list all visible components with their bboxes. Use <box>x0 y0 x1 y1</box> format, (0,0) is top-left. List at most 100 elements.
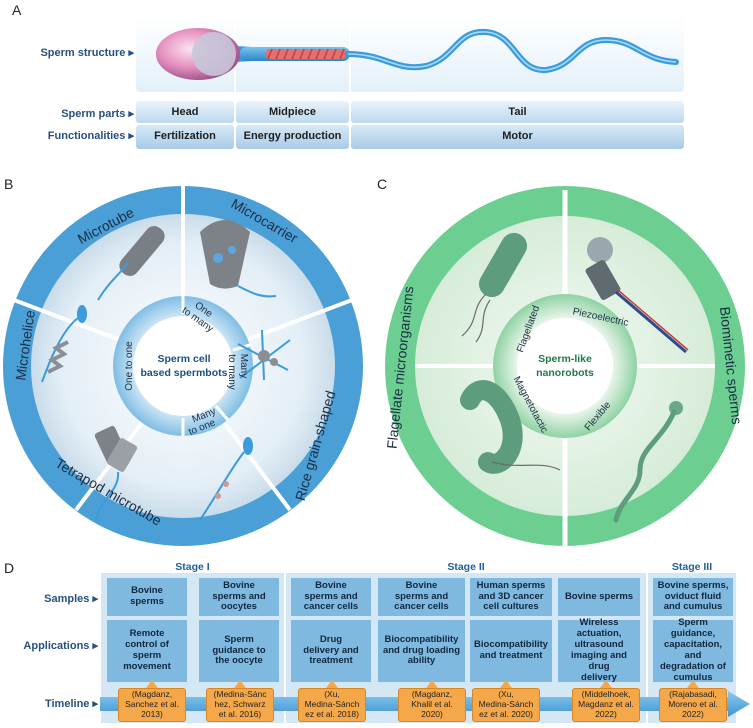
panel-letter-d: D <box>4 560 15 576</box>
microcarrier-illustration <box>200 220 277 298</box>
timeline-reference-line: Medina-Sánch <box>304 699 360 710</box>
bacterium-illustration <box>461 232 527 343</box>
timeline-marker <box>146 680 158 688</box>
application-cell-line: cumulus <box>673 671 713 683</box>
stage-ii-label: Stage II <box>447 561 485 573</box>
sample-cell-line: sperms and <box>394 590 449 602</box>
divider-midpiece-tail <box>349 16 351 152</box>
sample-cell-line: sperms and <box>304 590 358 602</box>
panel-letter-b: B <box>4 176 14 192</box>
timeline-reference-line: 2022) <box>682 708 704 719</box>
timeline-reference: (Magdanz,Khalil et al.2020) <box>398 688 466 722</box>
timeline-marker <box>426 680 438 688</box>
timeline-reference-line: hez, Schwarz <box>214 699 266 710</box>
panel-c-center-line2: nanorobots <box>536 367 594 379</box>
timeline-reference-line: Moreno et al. <box>668 699 718 710</box>
rice-grain-illustration <box>199 437 253 521</box>
sample-cell-line: sperms <box>130 596 164 607</box>
row-label-text: Applications <box>23 640 90 652</box>
sample-cell-line: oocytes <box>221 601 257 613</box>
application-cell-line: control of <box>125 639 169 651</box>
flexible-sperm-illustration <box>613 401 683 523</box>
sample-cell-line: cancer cells <box>303 601 359 613</box>
sample-cell: Bovine sperms <box>558 578 640 616</box>
row-label-text: Timeline <box>44 698 90 710</box>
timeline-reference-line: Sanchez et al. <box>125 699 179 710</box>
timeline-reference: (Rajabasadi,Moreno et al.2022) <box>659 688 727 722</box>
timeline-marker <box>687 680 699 688</box>
application-cell-line: degradation of <box>660 660 726 672</box>
panel-letter-a: A <box>12 2 22 18</box>
inner-label-many-to-many-line2: to many <box>226 354 237 390</box>
application-cell-line: guidance to <box>212 644 266 656</box>
application-cell-line: Biocompatibility <box>474 639 548 651</box>
application-cell-line: delivery and <box>303 644 359 656</box>
timeline-reference-line: et al. 2016) <box>218 708 262 719</box>
piezoelectric-sperm-illustration <box>585 237 689 354</box>
application-cell-line: Sperm guidance, <box>670 617 716 640</box>
panel-c-center-line1: Sperm-like <box>538 353 592 365</box>
center-disc <box>133 316 233 416</box>
row-label-functionalities: Functionalities ▸ <box>47 130 134 142</box>
timeline-reference-line: 2022) <box>595 708 617 719</box>
timeline-reference-line: (Middelhoek, <box>581 689 631 700</box>
timeline-reference: (Middelhoek,Magdanz et al.2022) <box>572 688 640 722</box>
part-head: Head <box>136 101 234 123</box>
sample-cell-line: and 3D cancer <box>478 590 544 602</box>
sample-cell-line: cancer cells <box>394 601 449 613</box>
timeline-reference-line: Khalil et al. <box>411 699 453 710</box>
divider-head-midpiece <box>234 16 236 152</box>
sample-cell-line: Bovine <box>223 579 255 591</box>
timeline-reference-line: (Xu, <box>324 689 340 700</box>
timeline-reference-line: (Magdanz, <box>411 689 453 700</box>
row-label-timeline: Timeline ▸ <box>44 698 98 710</box>
timeline-marker <box>600 680 612 688</box>
timeline-reference-line: ez et al. 2020) <box>479 708 533 719</box>
timeline-reference-line: 2020) <box>421 708 443 719</box>
sample-cell-line: oviduct fluid <box>664 590 722 602</box>
microtube-illustration <box>97 226 165 301</box>
row-label-applications: Applications ▸ <box>23 640 98 652</box>
application-cell-line: actuation, <box>576 628 622 640</box>
application-cell-line: the oocyte <box>215 655 263 667</box>
tetrapod-microtube-illustration <box>94 425 138 521</box>
sample-cell-line: Bovine <box>315 579 347 591</box>
function-energy-production: Energy production <box>236 125 349 149</box>
panel-b-center-line1: Sperm cell <box>157 353 210 365</box>
timeline-reference-line: (Magdanz, <box>131 689 173 700</box>
application-cell-line: Biocompatibility <box>384 633 459 645</box>
timeline-reference-line: (Xu, <box>498 689 514 700</box>
magnetotactic-bacterium-illustration <box>460 380 561 474</box>
row-label-text: Functionalities <box>47 130 126 142</box>
panel-b-center-line2: based spermbots <box>141 367 228 379</box>
application-cell-line: Remote <box>129 628 165 640</box>
function-fertilization: Fertilization <box>136 125 234 149</box>
sample-cell-line: Bovine <box>131 585 163 597</box>
part-midpiece: Midpiece <box>236 101 349 123</box>
application-cell-line: Sperm <box>224 633 254 645</box>
application-cell-line: ability <box>407 655 436 667</box>
row-label-sperm-parts: Sperm parts ▸ <box>61 108 134 120</box>
timeline-reference-line: (Rajabasadi, <box>669 689 717 700</box>
row-label-text: Sperm structure <box>40 47 126 59</box>
timeline-reference: (Magdanz,Sanchez et al.2013) <box>118 688 186 722</box>
timeline-marker <box>326 680 338 688</box>
application-cell-line: treatment <box>309 655 353 667</box>
application-cell-line: delivery <box>581 671 617 683</box>
application-cell-line: sperm <box>132 650 162 661</box>
timeline-reference-line: Medina-Sánch <box>478 699 534 710</box>
